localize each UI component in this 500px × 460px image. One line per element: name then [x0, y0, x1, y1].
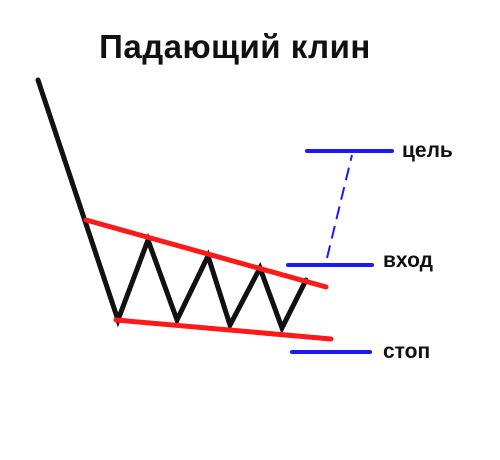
lower-wedge-line [113, 317, 334, 342]
diagram-title: Падающий клин [99, 28, 371, 65]
price-path-line [35, 77, 309, 335]
target-label: цель [402, 139, 453, 162]
projection-dashed-line [326, 154, 353, 259]
stop-label: стоп [383, 340, 430, 363]
entry-label: вход [383, 249, 433, 272]
upper-wedge-line [83, 217, 329, 290]
